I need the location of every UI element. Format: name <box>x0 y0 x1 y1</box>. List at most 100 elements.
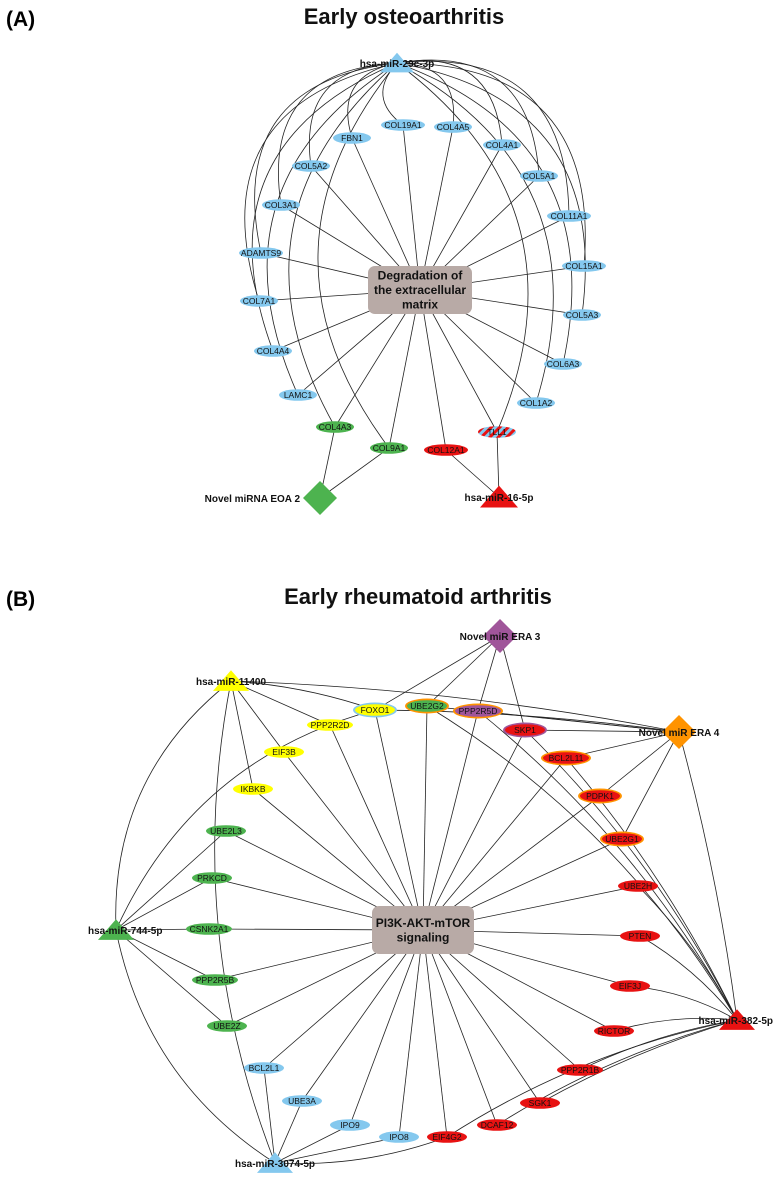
gene-ellipse <box>233 783 273 795</box>
edge <box>419 144 503 291</box>
gene-node-tll1: TLL1 <box>478 426 516 438</box>
gene-label: COL4A1 <box>486 140 519 150</box>
gene-node-col4a1: COL4A1 <box>483 139 521 151</box>
edge <box>115 929 228 1027</box>
gene-node-col4a3: COL4A3 <box>316 421 354 433</box>
panel-b-letter: (B) <box>6 588 35 611</box>
edge <box>230 680 331 726</box>
gene-label: COL4A3 <box>319 422 352 432</box>
edge <box>244 62 398 302</box>
edge <box>422 705 428 931</box>
novel-mirna-eoa2-label: Novel miRNA EOA 2 <box>205 494 301 505</box>
hub-label-line: PI3K-AKT-mTOR <box>376 916 471 930</box>
gene-ellipse <box>264 746 304 758</box>
edge <box>396 62 529 433</box>
gene-label: COL3A1 <box>265 200 298 210</box>
gene-label: COL5A1 <box>523 171 556 181</box>
gene-node-col15a1: COL15A1 <box>562 260 606 272</box>
panel-b-edges <box>115 635 738 1165</box>
gene-node-eif3b: EIF3B <box>264 746 304 758</box>
gene-node-ube2h: UBE2H <box>618 880 658 892</box>
hub-label-line: signaling <box>397 930 450 944</box>
gene-label: COL4A4 <box>257 346 290 356</box>
gene-node-ikbkb: IKBKB <box>233 783 273 795</box>
edge <box>351 137 421 291</box>
gene-label: UBE2L3 <box>210 826 242 836</box>
gene-ellipse <box>602 833 642 845</box>
gene-label: BCL2L11 <box>549 753 584 763</box>
gene-label: COL5A2 <box>295 161 328 171</box>
edge <box>396 62 554 404</box>
gene-node-adamts9: ADAMTS9 <box>239 247 283 259</box>
gene-ellipse <box>620 930 660 942</box>
gene-ellipse <box>505 724 545 736</box>
mirna-16-5p-label: hsa-miR-16-5p <box>465 493 534 504</box>
gene-label: UBE2G2 <box>410 701 444 711</box>
hub-box <box>368 266 472 314</box>
edge <box>319 447 390 499</box>
gene-label: COL7A1 <box>243 296 276 306</box>
edge <box>499 635 526 731</box>
gene-ellipse <box>478 426 516 438</box>
edge <box>374 709 424 931</box>
gene-ellipse <box>330 1119 370 1131</box>
gene-node-col12a1: COL12A1 <box>424 444 468 456</box>
hub-label-line: matrix <box>402 298 438 312</box>
edge <box>477 710 738 1021</box>
gene-ellipse <box>610 980 650 992</box>
gene-label: EIF4G2 <box>432 1132 462 1142</box>
gene-node-dcaf12: DCAF12 <box>477 1119 517 1131</box>
edge <box>621 731 680 840</box>
gene-node-ppp2r1b: PPP2R1B <box>557 1064 603 1076</box>
gene-label: SKP1 <box>514 725 536 735</box>
edge <box>637 885 738 1021</box>
edge <box>579 1019 738 1071</box>
edge <box>230 680 376 711</box>
edge <box>396 60 570 217</box>
gene-ellipse <box>580 790 620 802</box>
edge <box>115 680 232 931</box>
gene-ellipse <box>192 872 232 884</box>
panel-a-letter: (A) <box>6 8 35 31</box>
gene-label: FBN1 <box>341 133 363 143</box>
gene-ellipse <box>262 199 300 211</box>
edge <box>317 62 398 449</box>
edge <box>230 680 680 733</box>
gene-label: DCAF12 <box>481 1120 514 1130</box>
gene-label: COL12A1 <box>427 445 465 455</box>
gene-node-prkcd: PRKCD <box>192 872 232 884</box>
edge <box>115 709 376 931</box>
edge <box>419 126 454 291</box>
gene-node-bcl2l1: BCL2L1 <box>244 1062 284 1074</box>
gene-label: IKBKB <box>240 784 265 794</box>
gene-label: COL19A1 <box>384 120 422 130</box>
mirna-382-5p-label: hsa-miR-382-5p <box>699 1016 773 1027</box>
gene-ellipse <box>562 260 606 272</box>
gene-label: LAMC1 <box>284 390 313 400</box>
edge <box>115 877 213 931</box>
gene-label: CSNK2A1 <box>190 924 229 934</box>
mirna-11400-label: hsa-miR-11400 <box>196 677 266 688</box>
gene-node-col4a4: COL4A4 <box>254 345 292 357</box>
gene-label: TLL1 <box>487 427 507 437</box>
gene-ellipse <box>316 421 354 433</box>
edge <box>599 731 680 797</box>
gene-label: PPP2R5B <box>196 975 235 985</box>
gene-label: COL1A2 <box>520 398 553 408</box>
gene-ellipse <box>547 210 591 222</box>
edge <box>422 757 567 931</box>
gene-node-eif4g2: EIF4G2 <box>427 1131 467 1143</box>
gene-node-bcl2l11: BCL2L11 <box>541 750 591 766</box>
gene-label: COL5A3 <box>566 310 599 320</box>
gene-label: EIF3J <box>619 981 641 991</box>
gene-ellipse <box>333 132 371 144</box>
gene-node-col5a3: COL5A3 <box>563 309 601 321</box>
mirna-3074-5p-triangle <box>257 1152 293 1173</box>
gene-label: PDPK1 <box>586 791 614 801</box>
gene-ellipse <box>192 974 238 986</box>
gene-ellipse <box>254 345 292 357</box>
gene-node-rictor: RICTOR <box>594 1025 634 1037</box>
